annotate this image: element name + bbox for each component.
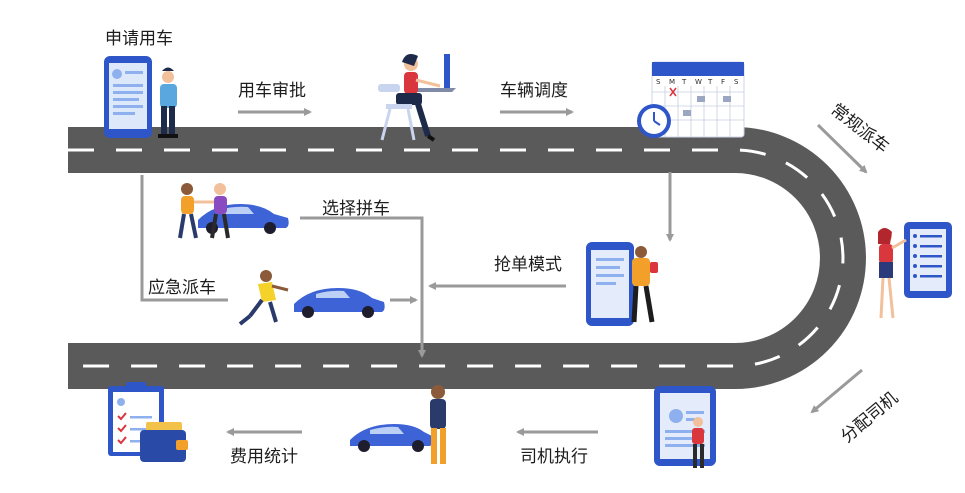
road xyxy=(68,127,866,389)
calendar-weekday: S xyxy=(656,78,661,86)
calendar-weekday: W xyxy=(695,78,702,86)
checklist-board-icon xyxy=(878,222,952,319)
arrow-emergency-branch xyxy=(140,175,228,302)
car-icon xyxy=(294,288,385,318)
phone-grab-icon xyxy=(586,242,658,326)
label-emergency: 应急派车 xyxy=(148,278,216,298)
handshake-icon xyxy=(178,183,230,239)
calendar-weekday: F xyxy=(721,78,725,86)
label-apply: 申请用车 xyxy=(105,29,173,49)
arrow-assign xyxy=(810,368,863,414)
calendar-weekday: S xyxy=(734,78,739,86)
label-approve: 用车审批 xyxy=(238,81,306,101)
label-cost: 费用统计 xyxy=(230,447,298,467)
label-dispatch: 车辆调度 xyxy=(500,81,568,101)
label-grab: 抢单模式 xyxy=(494,255,562,275)
arrow-regular xyxy=(816,123,868,174)
driver-icon xyxy=(430,385,446,464)
calendar-weekday: M xyxy=(669,78,675,86)
label-execute: 司机执行 xyxy=(520,447,588,467)
flow-arrows xyxy=(140,108,868,436)
car-icon xyxy=(350,424,433,452)
calendar-weekday: T xyxy=(681,78,687,86)
tablet-profile-icon xyxy=(654,386,716,468)
calendar-weekday: T xyxy=(707,78,713,86)
office-worker-icon xyxy=(378,54,456,142)
phone-form-icon xyxy=(104,56,178,138)
running-person-icon xyxy=(238,270,289,326)
arrow-carpool-merge xyxy=(300,216,426,358)
invoice-wallet-icon xyxy=(108,382,188,462)
label-carpool: 选择拼车 xyxy=(322,199,390,219)
